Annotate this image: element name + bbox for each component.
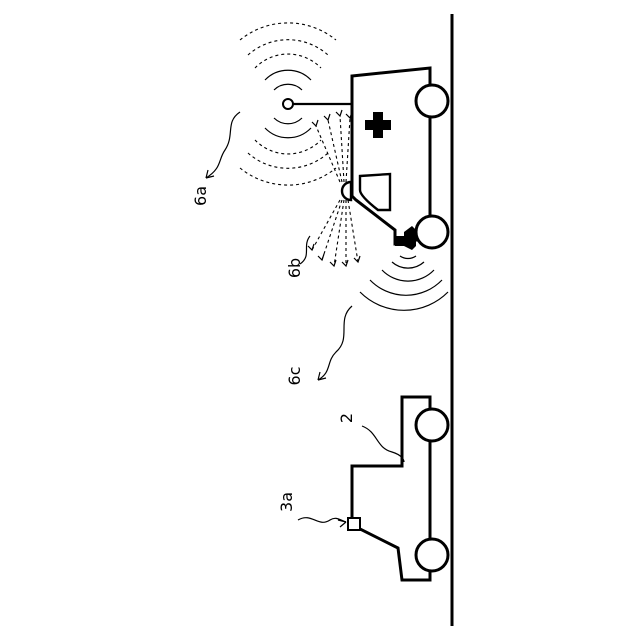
ambulance-front-wheel [416, 216, 448, 248]
siren-icon [395, 226, 416, 250]
emergency-vehicle [283, 68, 448, 250]
leader-6a [206, 112, 240, 178]
vehicle-rear-wheel [416, 409, 448, 441]
warning-light-icon [342, 182, 351, 200]
antenna-icon [283, 99, 293, 109]
vehicle-front-wheel [416, 539, 448, 571]
ambulance-rear-wheel [416, 85, 448, 117]
leader-2 [362, 426, 404, 462]
medical-cross-icon [365, 112, 391, 138]
camera-sensor-icon [348, 518, 360, 530]
sound-wave-signal [360, 256, 448, 310]
label-6b: 6b [285, 258, 304, 278]
label-3a: 3a [277, 492, 296, 512]
label-6a: 6a [191, 186, 210, 206]
leader-6c [318, 306, 352, 380]
label-2: 2 [337, 413, 356, 423]
ambulance-window [360, 174, 390, 210]
label-6c: 6c [285, 367, 304, 386]
vehicle [348, 397, 448, 580]
